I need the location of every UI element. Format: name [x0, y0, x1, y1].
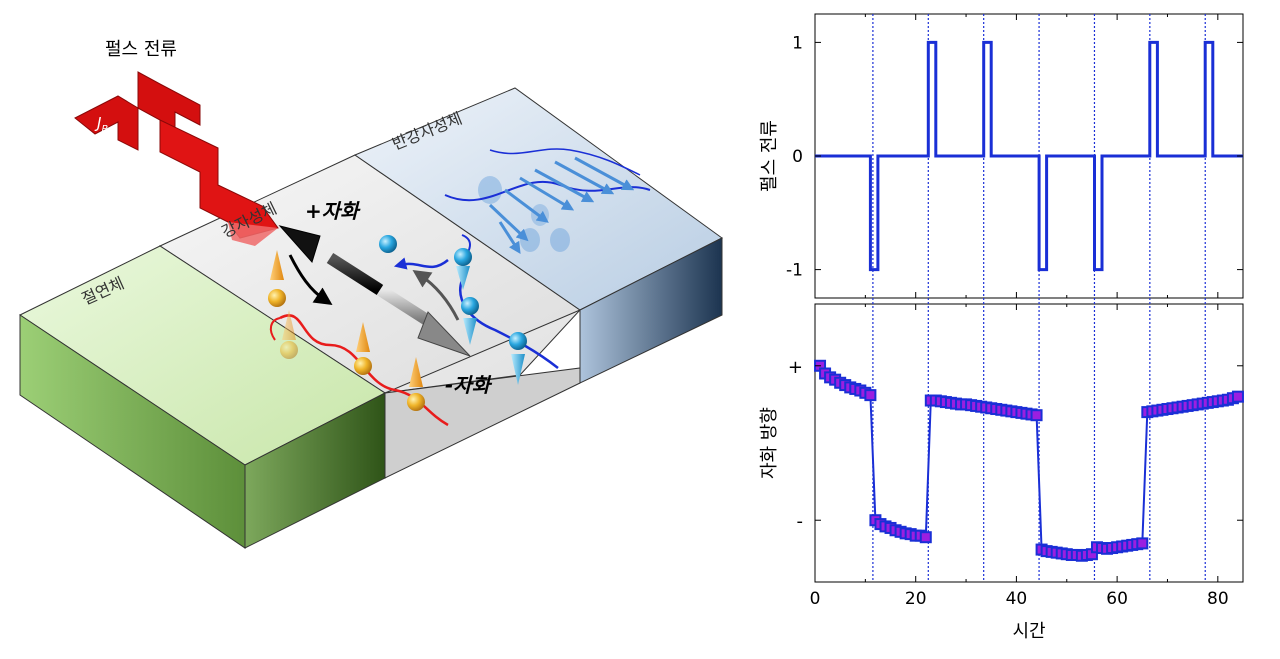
jp-label: JP: [94, 114, 108, 135]
device-diagram: JP 펄스 전류 강자성체 반강자성체 절연체 +자화 -자화: [19, 39, 723, 549]
plus-magnetization-label: +자화: [305, 199, 361, 223]
x-tick-label: 20: [905, 589, 927, 609]
x-tick-label: 0: [810, 589, 821, 609]
magnetization-ytick-label: -: [797, 511, 804, 532]
x-axis-label: 시간: [1012, 621, 1045, 642]
magnetization-chart: + - 0 20 40 60 80: [788, 304, 1244, 609]
pulse-ytick-label: 1: [792, 33, 803, 53]
minus-magnetization-label: -자화: [445, 373, 493, 397]
magnetization-point: [1136, 537, 1149, 550]
magnetization-ytick-label: +: [788, 357, 803, 378]
down-spin: [509, 332, 527, 385]
magnetization-ylabel: 자화 방향: [759, 407, 780, 479]
down-spin-trace: [379, 234, 559, 385]
pulse-ytick-label: 0: [792, 147, 803, 167]
down-spin: [461, 297, 479, 345]
x-tick-label: 40: [1006, 589, 1028, 609]
x-tick-label: 60: [1106, 589, 1128, 609]
antiferromagnet-side: [579, 237, 723, 384]
magnetization-point: [864, 389, 877, 402]
charts: -1 0 1 + - 0 20 40 60 80 펄스 전류 자화 방향 시간: [759, 13, 1244, 642]
up-spin: [354, 322, 372, 375]
magnetization-point: [1231, 390, 1244, 403]
pulse-series-line: [815, 40, 1243, 272]
down-spin: [379, 235, 397, 253]
up-spin-trace: [268, 250, 449, 427]
up-spin: [268, 250, 286, 307]
x-tick-label: 80: [1207, 589, 1229, 609]
magnetization-point: [1030, 409, 1043, 422]
up-spin: [407, 357, 425, 411]
insulator-side: [244, 392, 386, 549]
pulse-current-arrow: [74, 71, 279, 246]
magnetization-chart-frame: [814, 303, 1244, 583]
pulse-ytick-label: -1: [786, 261, 803, 281]
magnetization-rods: [278, 225, 471, 357]
pulse-ylabel: 펄스 전류: [759, 120, 780, 192]
pulse-current-label: 펄스 전류: [105, 39, 177, 60]
magnetization-point: [919, 531, 932, 544]
down-spin: [454, 248, 472, 290]
antiferro-spin-wave: [444, 148, 651, 255]
up-spin: [280, 310, 298, 359]
pulse-chart: -1 0 1: [786, 14, 1243, 582]
